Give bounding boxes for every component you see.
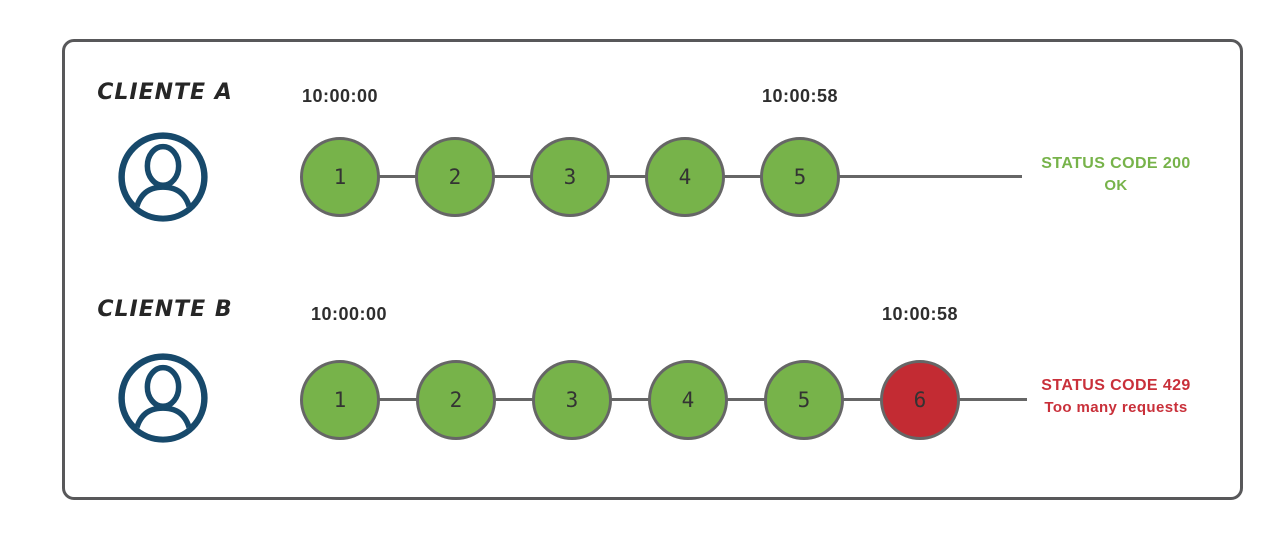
request-circle-rate-limited: 6	[880, 360, 960, 440]
request-circle-ok: 4	[648, 360, 728, 440]
timestamp-end-a: 10:00:58	[761, 86, 839, 106]
request-circle-ok: 5	[764, 360, 844, 440]
user-avatar-icon	[118, 132, 208, 222]
request-circle-ok: 2	[415, 137, 495, 217]
status-code-line: STATUS CODE 200	[1041, 155, 1191, 172]
user-avatar-icon	[118, 353, 208, 443]
status-message-line: Too many requests	[1044, 399, 1188, 416]
timestamp-start-b: 10:00:00	[310, 304, 388, 324]
request-circle-ok: 5	[760, 137, 840, 217]
diagram-frame	[62, 39, 1243, 500]
request-circle-ok: 4	[645, 137, 725, 217]
request-circle-ok: 2	[416, 360, 496, 440]
client-a-label: CLIENTE A	[97, 80, 233, 105]
client-b-label: CLIENTE B	[97, 297, 233, 322]
status-message-line: OK	[1104, 177, 1128, 194]
status-text-b: STATUS CODE 429 Too many requests	[1021, 375, 1211, 419]
request-circle-ok: 3	[532, 360, 612, 440]
request-circle-ok: 1	[300, 137, 380, 217]
status-text-a: STATUS CODE 200 OK	[1021, 153, 1211, 197]
request-circle-ok: 1	[300, 360, 380, 440]
timestamp-start-a: 10:00:00	[301, 86, 379, 106]
status-code-line: STATUS CODE 429	[1041, 377, 1191, 394]
timestamp-end-b: 10:00:58	[881, 304, 959, 324]
request-circle-ok: 3	[530, 137, 610, 217]
